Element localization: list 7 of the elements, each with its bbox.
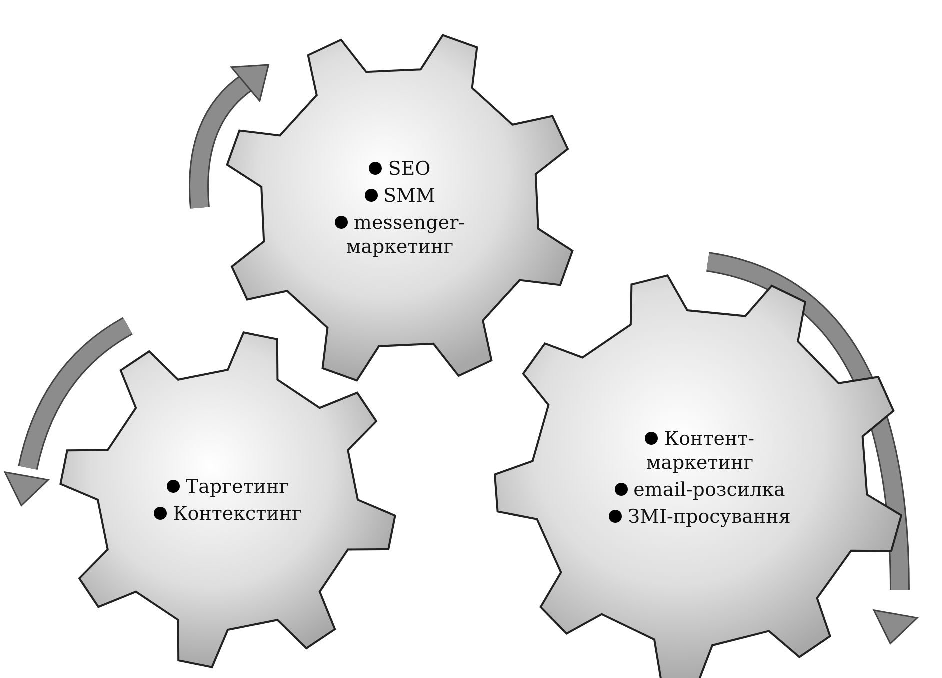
bullet-item: messenger-маркетинг	[305, 211, 495, 259]
bullet-item: Контекстинг	[154, 502, 302, 526]
bullet-item: SEO	[305, 157, 495, 181]
bullet-item: Таргетинг	[154, 474, 302, 498]
bullet-item: SMM	[305, 184, 495, 208]
bullet-item: ЗМІ-просування	[600, 505, 800, 529]
bullet-item: email-розсилка	[600, 478, 800, 502]
